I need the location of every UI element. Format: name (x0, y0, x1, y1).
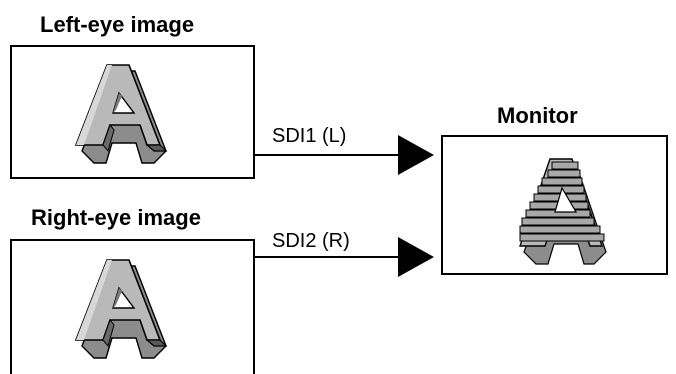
sdi1-label: SDI1 (L) (272, 125, 346, 147)
left-eye-title: Left-eye image (40, 12, 194, 37)
monitor-title: Monitor (497, 103, 578, 128)
sdi2-arrowhead (398, 237, 434, 277)
sdi1-arrowhead (398, 135, 434, 175)
sdi2-label: SDI2 (R) (272, 230, 350, 252)
right-eye-title: Right-eye image (31, 205, 201, 230)
